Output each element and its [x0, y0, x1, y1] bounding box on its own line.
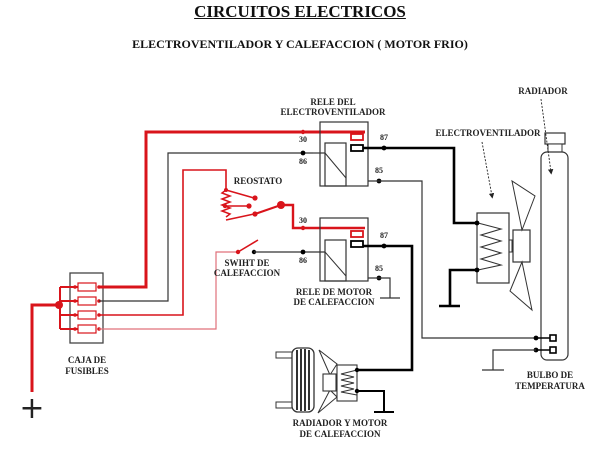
heater-fan-blades [317, 349, 338, 414]
heater-switch-label-2: CALEFACCION [214, 268, 281, 278]
fuse-box-label-1: CAJA DE [68, 355, 106, 365]
rheostat [219, 188, 285, 221]
wire-heater-relay-85-ground [368, 277, 391, 298]
wire-fan-relay-85-temp-bulb [368, 180, 536, 339]
rheostat-wiper [254, 204, 282, 215]
temperature-bulb [533, 334, 557, 354]
fan-relay-contact-87 [350, 144, 364, 152]
heater-relay-terminal-85: 85 [375, 264, 383, 273]
heater-unit-label-1: RADIADOR Y MOTOR [293, 418, 388, 428]
fan-label: ELECTROVENTILADOR [435, 128, 541, 138]
wire-fuse2-fan-relay-86 [99, 152, 313, 302]
heater-relay-terminal-86: 86 [299, 256, 307, 265]
fuse-box [55, 272, 104, 344]
wire-fuse3-rheostat [99, 169, 227, 316]
heater-relay [319, 217, 369, 282]
radiator-label: RADIADOR [518, 86, 568, 96]
radiator-label-arrow [540, 98, 554, 175]
fuse-1 [77, 282, 97, 292]
fan-relay-contact-30 [350, 133, 364, 141]
fuse-box-label-2: FUSIBLES [65, 366, 109, 376]
fan-relay-terminal-85: 85 [375, 166, 383, 175]
temp-bulb-label-2: TEMPERATURA [515, 381, 585, 391]
heater-relay-contact-30 [350, 230, 364, 238]
rheostat-label: REOSTATO [234, 176, 283, 186]
heater-core [275, 347, 315, 413]
fan-relay [319, 121, 369, 187]
fan-relay-label-1: RELE DEL [310, 97, 355, 107]
wire-rheostat-heater-relay-30 [281, 203, 365, 230]
wire-fan-relay-87-fan-motor [363, 146, 477, 225]
heater-motor [336, 364, 360, 402]
battery-positive-symbol: + [19, 391, 44, 426]
heater-relay-terminal-30: 30 [299, 216, 307, 225]
wire-heater-motor-ground [357, 390, 385, 412]
radiator [540, 132, 569, 361]
fan-relay-terminal-87: 87 [380, 133, 388, 142]
fan-relay-terminal-30: 30 [299, 135, 307, 144]
heater-relay-label-1: RELE DE MOTOR [296, 287, 373, 297]
heater-relay-terminal-87: 87 [380, 231, 388, 240]
fuse-2 [77, 296, 97, 306]
wire-fuse4-heater-switch [99, 251, 236, 330]
fan-relay-terminal-86: 86 [299, 157, 307, 166]
fuse-4 [77, 324, 97, 334]
heater-switch-label-1: SWIHT DE [224, 258, 269, 268]
wire-temp-bulb-ground [492, 349, 536, 370]
wire-fuse1-fan-relay-30 [99, 130, 365, 289]
heater-unit-label-2: DE CALEFACCION [299, 429, 381, 439]
battery-feed-wire [30, 303, 59, 392]
fan-blades [508, 179, 536, 312]
fan-relay-label-2: ELECTROVENTILADOR [280, 107, 386, 117]
heater-relay-contact-87 [350, 240, 364, 248]
diagram-subtitle: ELECTROVENTILADOR Y CALEFACCION ( MOTOR … [132, 37, 468, 51]
heater-switch [235, 239, 259, 255]
diagram-title: CIRCUITOS ELECTRICOS [194, 2, 406, 21]
temp-bulb-label-1: BULBO DE [527, 370, 573, 380]
fan-label-arrow [481, 141, 495, 199]
heater-relay-label-2: DE CALEFACCION [293, 297, 375, 307]
fan-motor [474, 212, 510, 284]
fuse-3 [77, 310, 97, 320]
wire-fan-motor-ground [448, 268, 477, 306]
wire-heater-relay-87-heater-motor [357, 244, 414, 372]
